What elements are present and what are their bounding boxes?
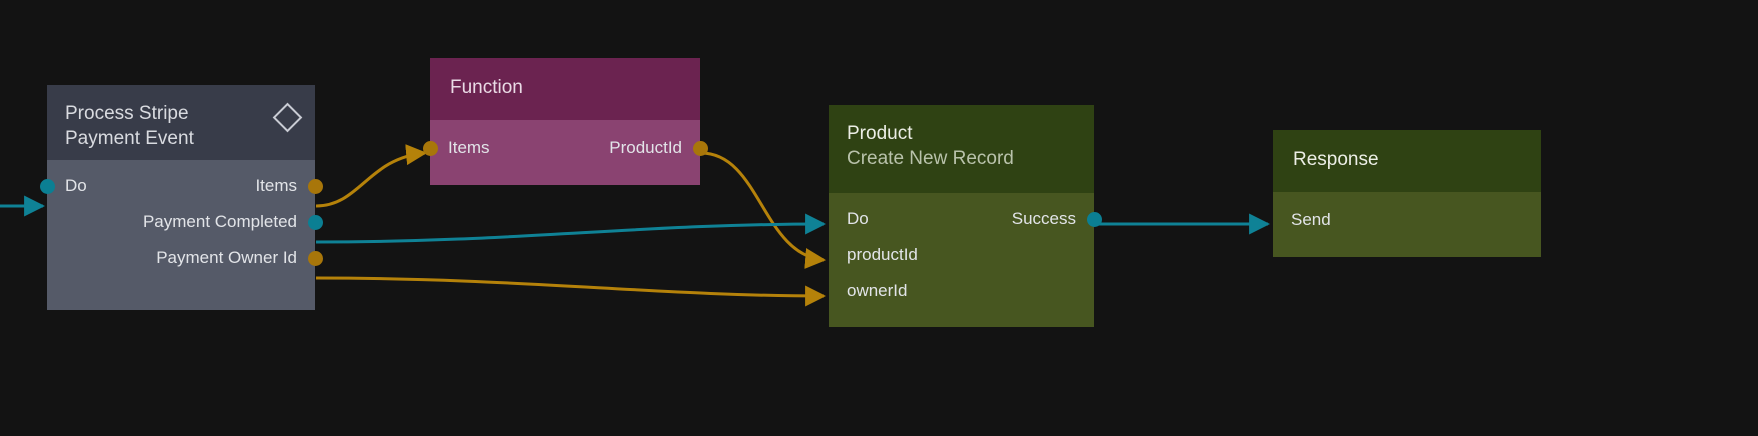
- port-dot-items-in[interactable]: [422, 140, 438, 156]
- port-label-ownerid: ownerId: [847, 281, 908, 300]
- port-label-do: Do: [65, 176, 87, 195]
- port-label-items: Items: [448, 138, 490, 157]
- node-body: Send: [1273, 192, 1541, 257]
- node-header[interactable]: Response: [1273, 130, 1541, 192]
- port-label-do: Do: [847, 209, 869, 228]
- node-function[interactable]: Function Items ProductId: [422, 58, 708, 185]
- port-label-success: Success: [1011, 209, 1076, 228]
- node-product[interactable]: Product Create New Record Do Success pro…: [829, 105, 1102, 327]
- node-title: Product: [847, 123, 913, 144]
- port-row[interactable]: productId: [829, 237, 1094, 273]
- node-header[interactable]: Product Create New Record: [829, 105, 1094, 193]
- diamond-icon: [272, 102, 303, 133]
- node-body: Do Items Payment Completed Payment Owner…: [39, 160, 323, 310]
- port-label-payment-owner-id: Payment Owner Id: [156, 248, 297, 267]
- port-dot-payment-completed-out[interactable]: [307, 214, 323, 230]
- port-row[interactable]: Do Success: [829, 201, 1102, 237]
- port-row[interactable]: Payment Completed: [47, 204, 323, 240]
- port-row[interactable]: Do Items: [39, 168, 323, 204]
- node-header[interactable]: Process Stripe Payment Event: [47, 85, 315, 160]
- node-subtitle: Create New Record: [847, 148, 1014, 169]
- port-label-productid: productId: [847, 245, 918, 264]
- node-title: Function: [450, 77, 523, 98]
- node-title: Response: [1293, 149, 1379, 170]
- port-dot-payment-owner-id-out[interactable]: [307, 250, 323, 266]
- port-row[interactable]: Send: [1273, 202, 1541, 238]
- port-dot-do-in[interactable]: [39, 178, 55, 194]
- port-dot-items-out[interactable]: [307, 178, 323, 194]
- node-response[interactable]: Response Send: [1273, 130, 1541, 257]
- edge-stripe-items-to-function-items: [315, 144, 428, 208]
- port-label-send: Send: [1291, 210, 1331, 229]
- edge-stripe-completed-to-product-do: [315, 213, 827, 244]
- port-label-payment-completed: Payment Completed: [142, 212, 297, 231]
- port-row[interactable]: Items ProductId: [422, 130, 708, 166]
- port-row[interactable]: Payment Owner Id: [47, 240, 323, 276]
- edge-function-productid-to-product-productid: [700, 151, 827, 269]
- node-header[interactable]: Function: [430, 58, 700, 120]
- port-label-items: Items: [255, 176, 297, 195]
- node-body: Items ProductId: [422, 120, 708, 185]
- port-row[interactable]: ownerId: [829, 273, 1094, 309]
- edge-stripe-ownerid-to-product-ownerid: [315, 276, 827, 307]
- port-dot-success-out[interactable]: [1086, 211, 1102, 227]
- node-title: Process Stripe Payment Event: [65, 103, 194, 149]
- port-label-productid: ProductId: [609, 138, 682, 157]
- node-body: Do Success productId ownerId: [829, 193, 1102, 327]
- node-process-stripe-payment-event[interactable]: Process Stripe Payment Event Do Items Pa…: [39, 85, 323, 310]
- port-dot-productid-out[interactable]: [692, 140, 708, 156]
